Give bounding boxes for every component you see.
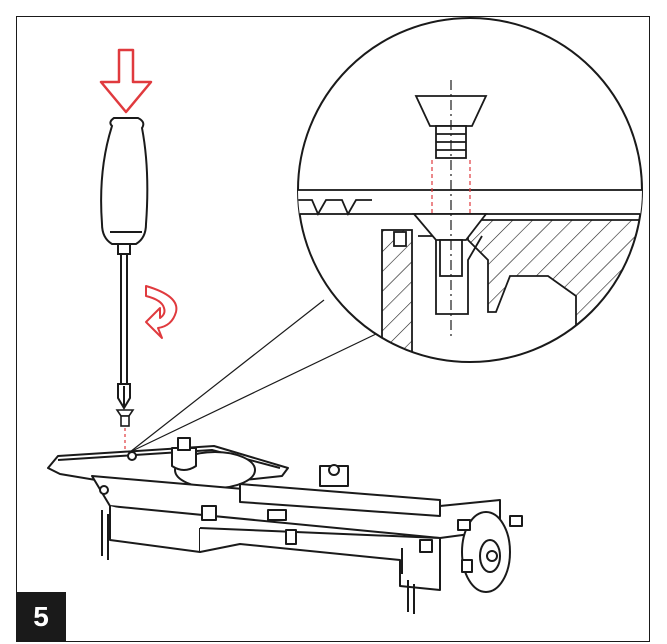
door-closer-assembly	[47, 437, 523, 614]
countersunk-screw	[115, 409, 135, 450]
instruction-frame	[16, 16, 650, 642]
step-number-badge: 5	[16, 592, 66, 642]
rotate-clockwise-icon	[145, 285, 178, 339]
arrow-down-icon	[99, 48, 153, 114]
detail-zoom-circle	[297, 17, 643, 363]
detail-leader-lines	[129, 299, 377, 453]
screwdriver	[100, 117, 149, 410]
